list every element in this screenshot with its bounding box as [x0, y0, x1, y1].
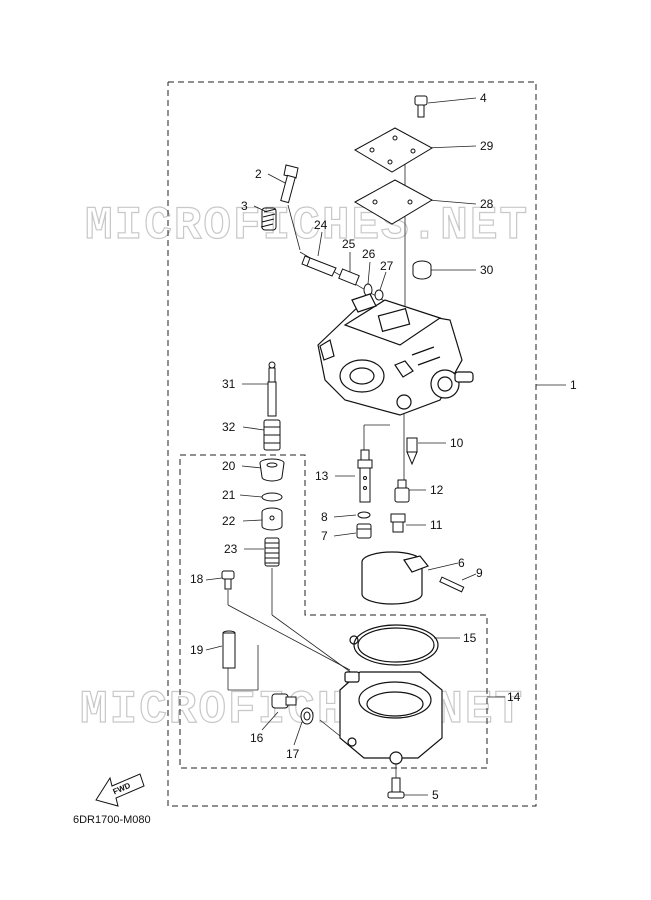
callout-4: 4 [480, 91, 487, 105]
valve-part-10 [406, 437, 418, 466]
diagram-code: 6DR1700-M080 [73, 814, 151, 826]
plug-part-11 [390, 513, 406, 533]
cover-plate-part-29 [353, 127, 434, 173]
callout-27: 27 [380, 259, 394, 273]
bolt-part-18 [221, 570, 235, 590]
float-bowl-part-14 [339, 671, 443, 765]
callout-25: 25 [342, 237, 356, 251]
sleeve-part-19 [222, 630, 236, 669]
callout-28: 28 [480, 197, 494, 211]
nozzle-part-13 [357, 449, 373, 503]
callout-31: 31 [222, 377, 236, 391]
gasket-part-28 [353, 179, 434, 225]
spring-part-22 [264, 537, 280, 567]
outer-frame [167, 81, 537, 807]
callout-6: 6 [458, 556, 465, 570]
callout-22: 22 [222, 514, 236, 528]
spring-part-25 [338, 268, 360, 286]
callout-30: 30 [480, 263, 494, 277]
callout-11: 11 [430, 518, 443, 532]
screw-part-2 [280, 164, 299, 204]
callout-32: 32 [222, 420, 236, 434]
jet-part-7 [356, 523, 372, 539]
screw-part-5 [387, 777, 405, 799]
callout-3: 3 [241, 199, 248, 213]
pin-part-9 [439, 576, 465, 593]
callout-2: 2 [255, 167, 262, 181]
spring-part-3 [260, 207, 277, 231]
callout-15: 15 [463, 631, 477, 645]
watermark-top: MICROFICHES.NET [85, 200, 529, 252]
callout-17: 17 [286, 747, 300, 761]
callout-numbers: 1 2 3 4 5 6 7 8 9 10 11 12 13 14 15 16 1… [190, 91, 577, 802]
oring-part-21 [261, 492, 283, 502]
gasket-ring-part-15 [349, 624, 439, 666]
callout-14: 14 [507, 690, 521, 704]
callout-1: 1 [570, 378, 577, 392]
cap-part-20 [259, 458, 285, 482]
callout-7: 7 [321, 529, 328, 543]
callout-12: 12 [430, 483, 444, 497]
callout-21: 21 [222, 488, 236, 502]
callout-10: 10 [450, 436, 464, 450]
screw-part-24 [301, 255, 337, 277]
callout-8: 8 [321, 510, 328, 524]
holder-part-32 [263, 419, 281, 451]
callout-29: 29 [480, 139, 494, 153]
carburetor-body-part-1 [317, 293, 474, 416]
screw-part-4 [414, 95, 428, 118]
fwd-arrow-icon: FWD [95, 773, 145, 807]
callout-9: 9 [476, 566, 483, 580]
jet-part-12 [394, 479, 410, 503]
callout-20: 20 [222, 459, 236, 473]
callout-13: 13 [315, 469, 329, 483]
float-part-6 [361, 551, 429, 605]
callout-18: 18 [190, 572, 204, 586]
callout-5: 5 [432, 788, 439, 802]
callout-19: 19 [190, 643, 204, 657]
watermark-bottom: MICROFICHES.NET [80, 684, 524, 736]
callout-23: 23 [224, 542, 238, 556]
callout-24: 24 [314, 218, 328, 232]
callout-26: 26 [362, 247, 376, 261]
oring-part-8 [357, 511, 371, 519]
cap-part-30 [412, 260, 432, 280]
needle-part-31 [267, 361, 277, 417]
inner-frame [179, 454, 488, 769]
leader-lines [205, 97, 566, 796]
washer-part-27 [374, 289, 384, 301]
drain-screw-part-16 [271, 693, 297, 709]
gasket-part-17 [300, 707, 314, 725]
callout-16: 16 [250, 731, 264, 745]
retainer-part-23 [261, 507, 283, 531]
